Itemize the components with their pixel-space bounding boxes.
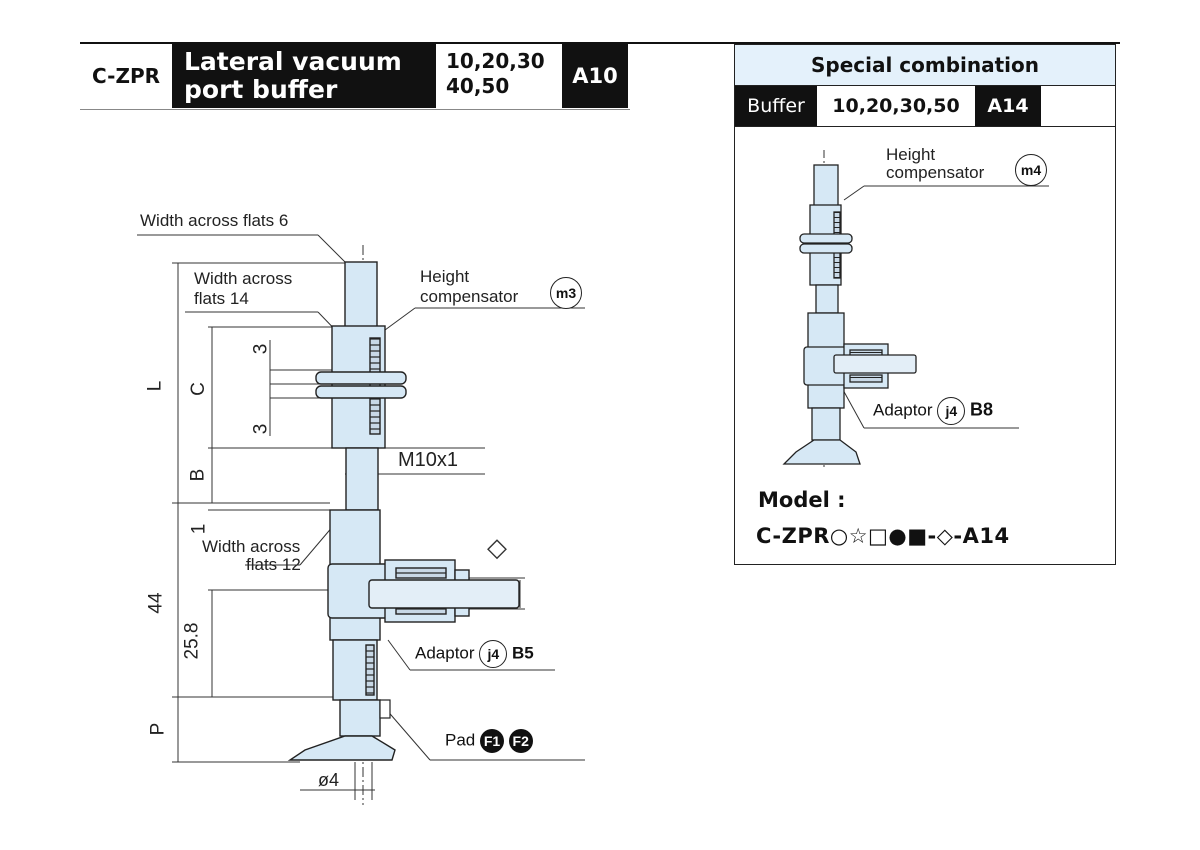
wf12-label-1: Width across bbox=[202, 537, 301, 556]
wf14-label-1: Width across bbox=[194, 269, 293, 288]
title-line-1: Lateral vacuum bbox=[184, 47, 402, 76]
special-combination-box: Special combination Buffer 10,20,30,50 A… bbox=[734, 44, 1116, 565]
dim-P: P bbox=[147, 722, 169, 736]
pad-callout: Pad F1 F2 bbox=[445, 729, 533, 753]
model-code: C-ZPR○☆□●■-◇-A14 bbox=[756, 524, 1010, 548]
f2-mark: F2 bbox=[508, 729, 533, 753]
buffer-code: A14 bbox=[975, 86, 1041, 126]
adaptor-callout: Adaptor j4 B5 bbox=[415, 640, 534, 668]
dim-dia4: ø4 bbox=[318, 770, 340, 790]
stroke-line-2: 40,50 bbox=[446, 74, 510, 98]
wf6-label: Width across flats 6 bbox=[140, 211, 289, 230]
buffer-label: Buffer bbox=[735, 86, 817, 126]
dim-3b: 3 bbox=[250, 423, 272, 435]
dim-25-8: 25.8 bbox=[181, 622, 203, 660]
dim-3a: 3 bbox=[250, 343, 272, 355]
model-label: Model : bbox=[758, 488, 846, 512]
sp-adaptor-code: B8 bbox=[970, 399, 994, 420]
adaptor-label: Adaptor bbox=[415, 643, 475, 663]
height-comp-label-1: Height bbox=[420, 267, 470, 286]
stroke-line-1: 10,20,30 bbox=[446, 49, 545, 73]
buffer-strokes: 10,20,30,50 bbox=[832, 95, 960, 117]
series-label: C-ZPR bbox=[92, 64, 160, 88]
wf12-label-2: flats 12 bbox=[246, 555, 301, 574]
dim-44: 44 bbox=[145, 592, 167, 614]
code-badge: A10 bbox=[562, 44, 628, 108]
f1-mark: F1 bbox=[479, 729, 504, 753]
title-block: Lateral vacuum port buffer bbox=[172, 44, 436, 108]
sp-adaptor-label: Adaptor bbox=[873, 400, 933, 420]
height-comp-label-2: compensator bbox=[420, 287, 519, 306]
adaptor-code: B5 bbox=[512, 643, 534, 663]
dim-1: 1 bbox=[188, 523, 210, 535]
dim-C: C bbox=[187, 382, 209, 396]
thread-label: M10x1 bbox=[398, 449, 459, 471]
sp-j4-mark: j4 bbox=[937, 397, 966, 425]
sp-adaptor-callout: Adaptor j4 B8 bbox=[873, 397, 993, 425]
title-line-2: port buffer bbox=[184, 75, 338, 104]
wf14-label-2: flats 14 bbox=[194, 289, 249, 308]
stroke-list: 10,20,30 40,50 bbox=[446, 48, 558, 104]
dim-B: B bbox=[187, 468, 209, 482]
sp-height-comp-label-2: compensator bbox=[886, 163, 985, 182]
sp-height-comp-label-1: Height bbox=[886, 145, 936, 164]
dim-L: L bbox=[144, 380, 166, 392]
m4-mark: m4 bbox=[1015, 154, 1047, 186]
j4-mark: j4 bbox=[479, 640, 508, 668]
special-title: Special combination bbox=[735, 45, 1115, 86]
diamond-symbol: ◇ bbox=[487, 532, 507, 562]
header-bottom-rule bbox=[80, 109, 630, 110]
buffer-row: Buffer 10,20,30,50 A14 bbox=[735, 86, 1115, 127]
main-diagram bbox=[137, 234, 585, 805]
special-diagram bbox=[782, 150, 1049, 470]
m3-mark: m3 bbox=[550, 277, 582, 309]
pad-label: Pad bbox=[445, 730, 476, 750]
header-rule bbox=[80, 42, 1120, 44]
